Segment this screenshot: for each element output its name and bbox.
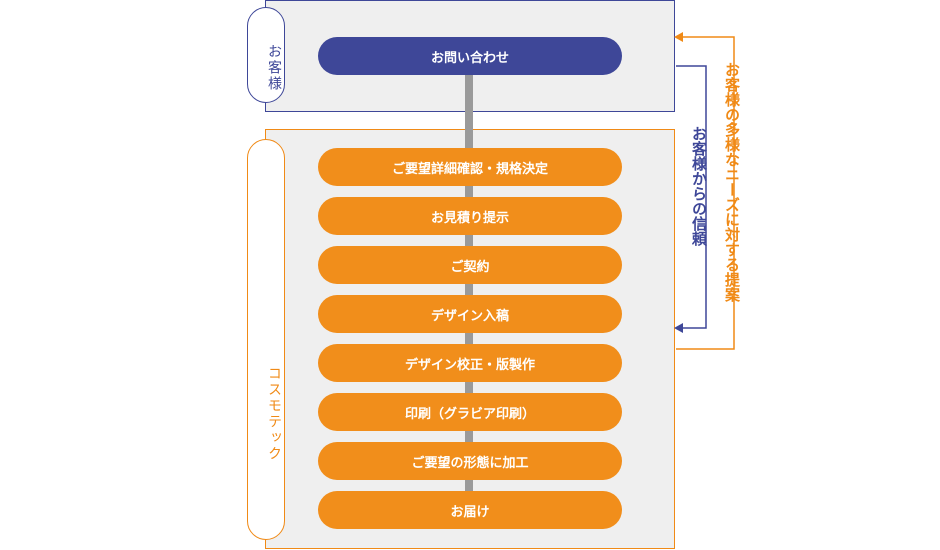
trust-arrowhead [674, 323, 683, 333]
step-printing: 印刷（グラビア印刷） [318, 393, 622, 431]
trust-arrow-line [676, 65, 707, 329]
step-proofing-plate-making: デザイン校正・版製作 [318, 344, 622, 382]
step-processing: ご要望の形態に加工 [318, 442, 622, 480]
proposal-arrow-line [676, 36, 735, 350]
trust-label: お客様からの信頼 [690, 126, 708, 246]
step-design-submission: デザイン入稿 [318, 295, 622, 333]
customer-label: お客様 [247, 7, 285, 103]
proposal-label: お客様の多様なニーズに対する提案 [723, 62, 741, 302]
step-inquiry: お問い合わせ [318, 37, 622, 75]
proposal-arrowhead [674, 32, 683, 42]
company-label: コスモテック [247, 139, 285, 540]
step-delivery: お届け [318, 491, 622, 529]
step-contract: ご契約 [318, 246, 622, 284]
step-quotation: お見積り提示 [318, 197, 622, 235]
step-requirements-confirmation: ご要望詳細確認・規格決定 [318, 148, 622, 186]
